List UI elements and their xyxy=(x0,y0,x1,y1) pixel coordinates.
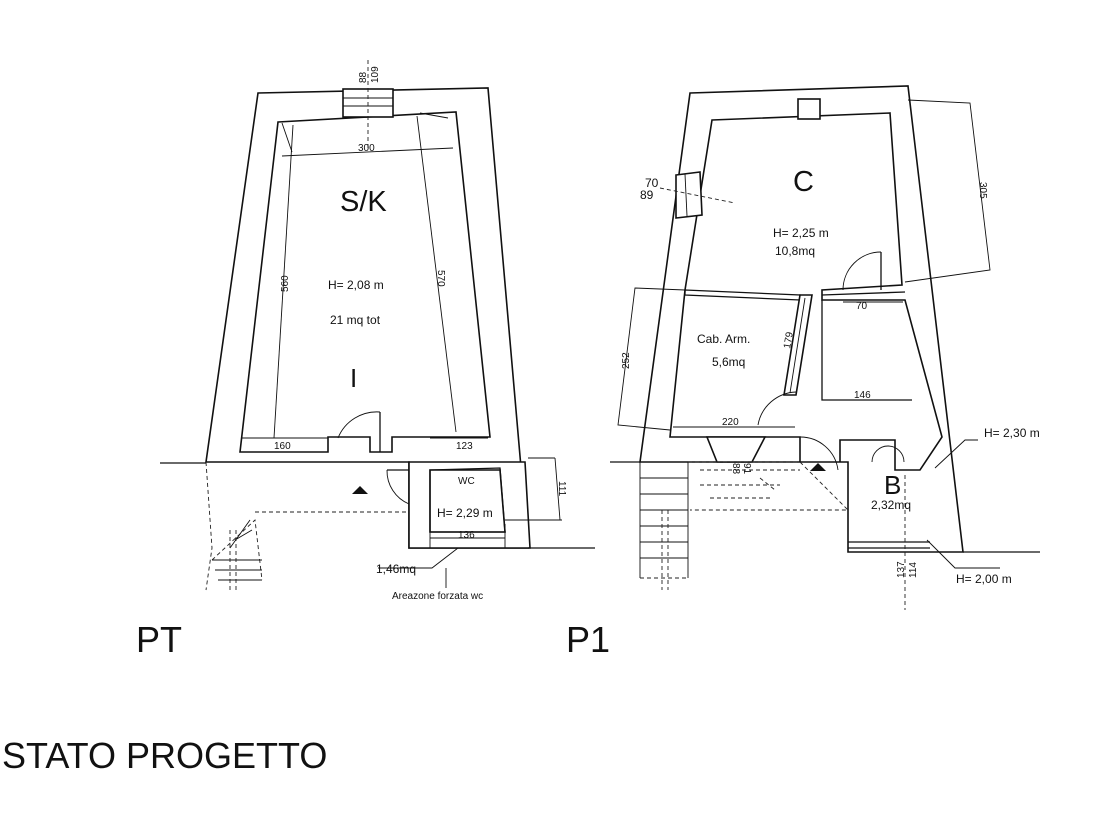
pt-floor-label: PT xyxy=(136,619,182,660)
ground-floor-plan: 88 109 300 560 570 S/K H= 2,08 m 21 mq t… xyxy=(136,60,595,660)
pt-dim-left-side: 560 xyxy=(280,275,291,292)
first-floor-plan: 70 89 C H= 2,25 m 10,8mq 305 70 Cab. Arm… xyxy=(566,85,1040,660)
pt-room-sk-marker: I xyxy=(350,363,357,393)
p1-dim-width-146: 146 xyxy=(854,390,871,401)
pt-room-wc-note: Areazone forzata wc xyxy=(392,591,483,602)
p1-room-b-height-bottom: H= 2,00 m xyxy=(956,572,1012,586)
p1-dim-cab-partition: 179 xyxy=(782,331,796,350)
p1-left-window xyxy=(675,171,703,219)
p1-dim-stair-b: 91 xyxy=(741,463,752,475)
p1-dim-width-220: 220 xyxy=(722,417,739,428)
pt-dim-right-side: 570 xyxy=(435,270,446,287)
p1-room-b-area: 2,32mq xyxy=(871,498,911,512)
pt-dim-top-window-b: 109 xyxy=(370,66,381,83)
pt-dim-width-top: 300 xyxy=(358,143,375,154)
p1-dim-b-window-a: 137 xyxy=(896,561,907,578)
pt-dim-bottom-left: 160 xyxy=(274,441,291,452)
pt-room-sk-area: 21 mq tot xyxy=(330,313,381,327)
p1-entrance-arrow xyxy=(810,463,826,471)
p1-room-c-area: 10,8mq xyxy=(775,244,815,258)
pt-dim-wc-bottom: 136 xyxy=(458,530,475,541)
pt-entrance-arrow xyxy=(352,486,368,494)
pt-dim-wc-side: 111 xyxy=(556,481,567,497)
p1-room-cab-name: Cab. Arm. xyxy=(697,332,750,346)
drawing-title: STATO PROGETTO xyxy=(2,735,327,776)
pt-room-wc-height: H= 2,29 m xyxy=(437,506,493,520)
pt-room-sk-height: H= 2,08 m xyxy=(328,278,384,292)
p1-dim-right-side: 305 xyxy=(977,182,988,199)
p1-dim-stair-a: 88 xyxy=(730,463,741,475)
p1-dim-window-left-a: 70 xyxy=(645,176,659,190)
p1-room-b-height-top: H= 2,30 m xyxy=(984,426,1040,440)
p1-dim-left-side: 252 xyxy=(621,352,632,369)
p1-dim-window-left-b: 89 xyxy=(640,188,654,202)
pt-room-wc-area: 1,46mq xyxy=(376,562,416,576)
p1-room-cab-area: 5,6mq xyxy=(712,355,745,369)
pt-dim-top-window-a: 88 xyxy=(358,71,369,83)
pt-dim-bottom-right: 123 xyxy=(456,441,473,452)
pt-room-sk-name: S/K xyxy=(340,186,387,218)
p1-room-c-name: C xyxy=(793,166,814,198)
p1-top-window xyxy=(797,98,821,120)
pt-room-wc-name: WC xyxy=(458,476,475,487)
p1-dim-b-window-b: 114 xyxy=(908,562,919,578)
p1-floor-label: P1 xyxy=(566,619,610,660)
p1-room-c-height: H= 2,25 m xyxy=(773,226,829,240)
p1-room-b-name: B xyxy=(884,470,901,500)
p1-dim-door-c: 70 xyxy=(856,301,868,312)
